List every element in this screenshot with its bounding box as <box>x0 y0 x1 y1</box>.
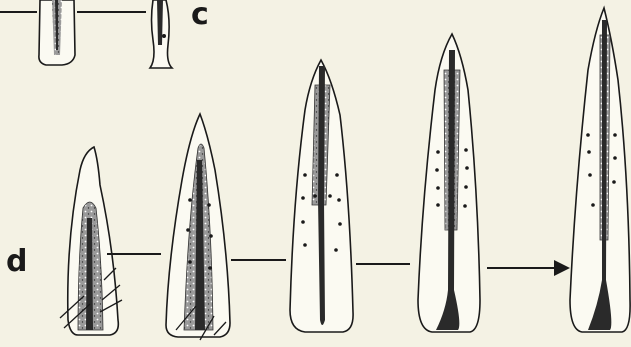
row-d-diagram <box>60 8 630 340</box>
row-d-leaf-4 <box>418 34 480 332</box>
row-c-diagram <box>0 0 172 68</box>
row-d-leaf-3 <box>290 60 353 332</box>
row-c-leaf-1 <box>39 0 75 65</box>
row-c-label: c <box>191 0 209 30</box>
row-d-leaf-5 <box>570 8 630 332</box>
row-d-label: d <box>6 247 27 277</box>
row-d-leaf-2 <box>166 114 230 340</box>
row-c-leaf-2 <box>150 0 172 68</box>
row-d-leaf-1 <box>60 147 122 335</box>
